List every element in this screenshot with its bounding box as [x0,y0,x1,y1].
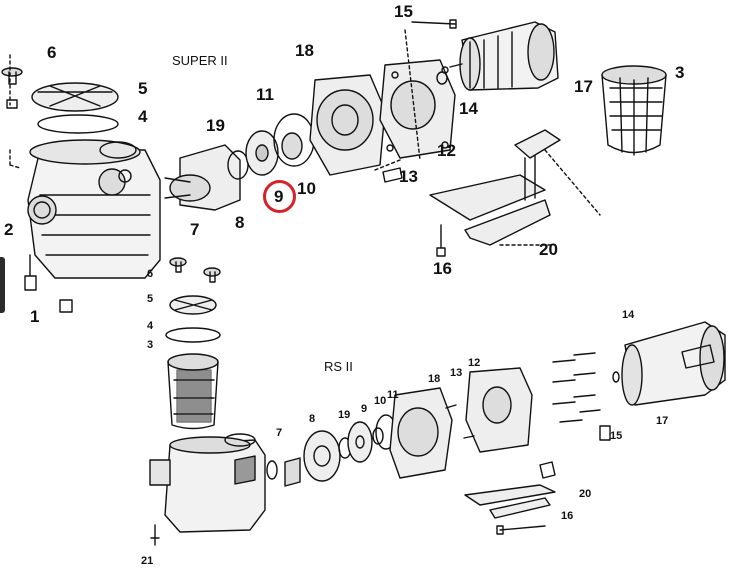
super2-knob [1,67,23,85]
super2-lid-oring [37,114,119,134]
callout-label: 19 [338,409,351,421]
super2-slinger [436,71,448,85]
super2-seal [281,132,303,160]
rs2-oring [266,460,278,480]
callout-label: 14 [622,309,635,321]
super2-lid [31,82,119,112]
callout-label: 13 [450,367,463,379]
rs2-pump-body [149,433,266,533]
callout-label: 7 [190,220,200,239]
callout-label: 15 [394,2,413,21]
super2-drain-plug-b [59,299,73,313]
callout-label: 11 [256,85,274,104]
callout-label: 12 [468,357,481,369]
callout-label: 18 [428,373,441,385]
callout-label: 10 [297,179,316,198]
rs2-diffuser [284,430,341,487]
callout-label: 15 [610,430,623,442]
callout-label: 13 [399,167,418,186]
callout-label: 21 [141,555,154,567]
callout-label: 1 [30,307,40,326]
callout-label: 19 [206,116,225,135]
super2-motor-adapter [379,59,456,159]
rs2-impeller [347,421,373,463]
rs2-slinger [612,371,620,383]
callout-label: 4 [138,107,148,126]
callout-label: 6 [147,268,154,280]
callout-label: 12 [437,141,456,160]
rs2-basket [167,353,219,430]
callout-label: 6 [47,43,57,62]
callout-label: 9 [361,403,368,415]
rs2-motor-base [464,461,556,519]
callout-label: 18 [295,41,314,60]
callout-label: 3 [675,63,685,82]
callout-label: 8 [309,413,316,425]
super2-drain-plug-a [24,254,37,291]
callout-label: 2 [4,220,14,239]
super2-small-fitting [6,99,18,109]
callout-label: 16 [433,259,452,278]
callout-label: 5 [138,79,148,98]
callout-label: 5 [147,293,154,305]
rs2-lid [169,295,217,315]
callout-label: 14 [459,99,478,118]
rs2-motor [621,321,726,406]
callout-label: 10 [374,395,387,407]
callout-label: 17 [656,415,669,427]
callout-label: 11 [387,389,399,401]
super2-seal-plate [309,74,386,176]
super2-thru-bolt [411,19,457,29]
rs2-lid-oring [165,327,221,343]
callout-label: 4 [147,320,154,332]
rs2-base-screw [496,525,546,535]
callout-label: 16 [561,510,574,522]
super2-motor-base [429,129,561,246]
super2-bolt-13 [382,167,403,183]
rs2-motor-adapter [465,367,533,453]
super2-basket [601,65,667,156]
super2-impeller [245,130,279,176]
rs2-drain-plug [150,524,160,546]
callout-label: 8 [235,213,245,232]
super2-strainer-housing [27,139,161,279]
highlight-circle [263,180,296,213]
section-title-super-ii: SUPER II [172,53,228,68]
callout-label: 7 [276,427,283,439]
super2-diffuser [164,144,241,211]
callout-label: 3 [147,339,154,351]
side-panel-tab[interactable] [0,257,5,313]
rs2-bolts [445,404,475,439]
callout-label: 20 [579,488,592,500]
rs2-knobs [169,257,221,283]
rs2-seal [372,427,384,445]
rs2-seal-plate [389,387,453,479]
super2-base-screw [436,224,446,257]
section-title-rs-ii: RS II [324,359,353,374]
callout-label: 17 [574,77,593,96]
callout-label: 20 [539,240,558,259]
rs2-thru-bolts [552,352,611,441]
super2-motor [449,21,559,91]
